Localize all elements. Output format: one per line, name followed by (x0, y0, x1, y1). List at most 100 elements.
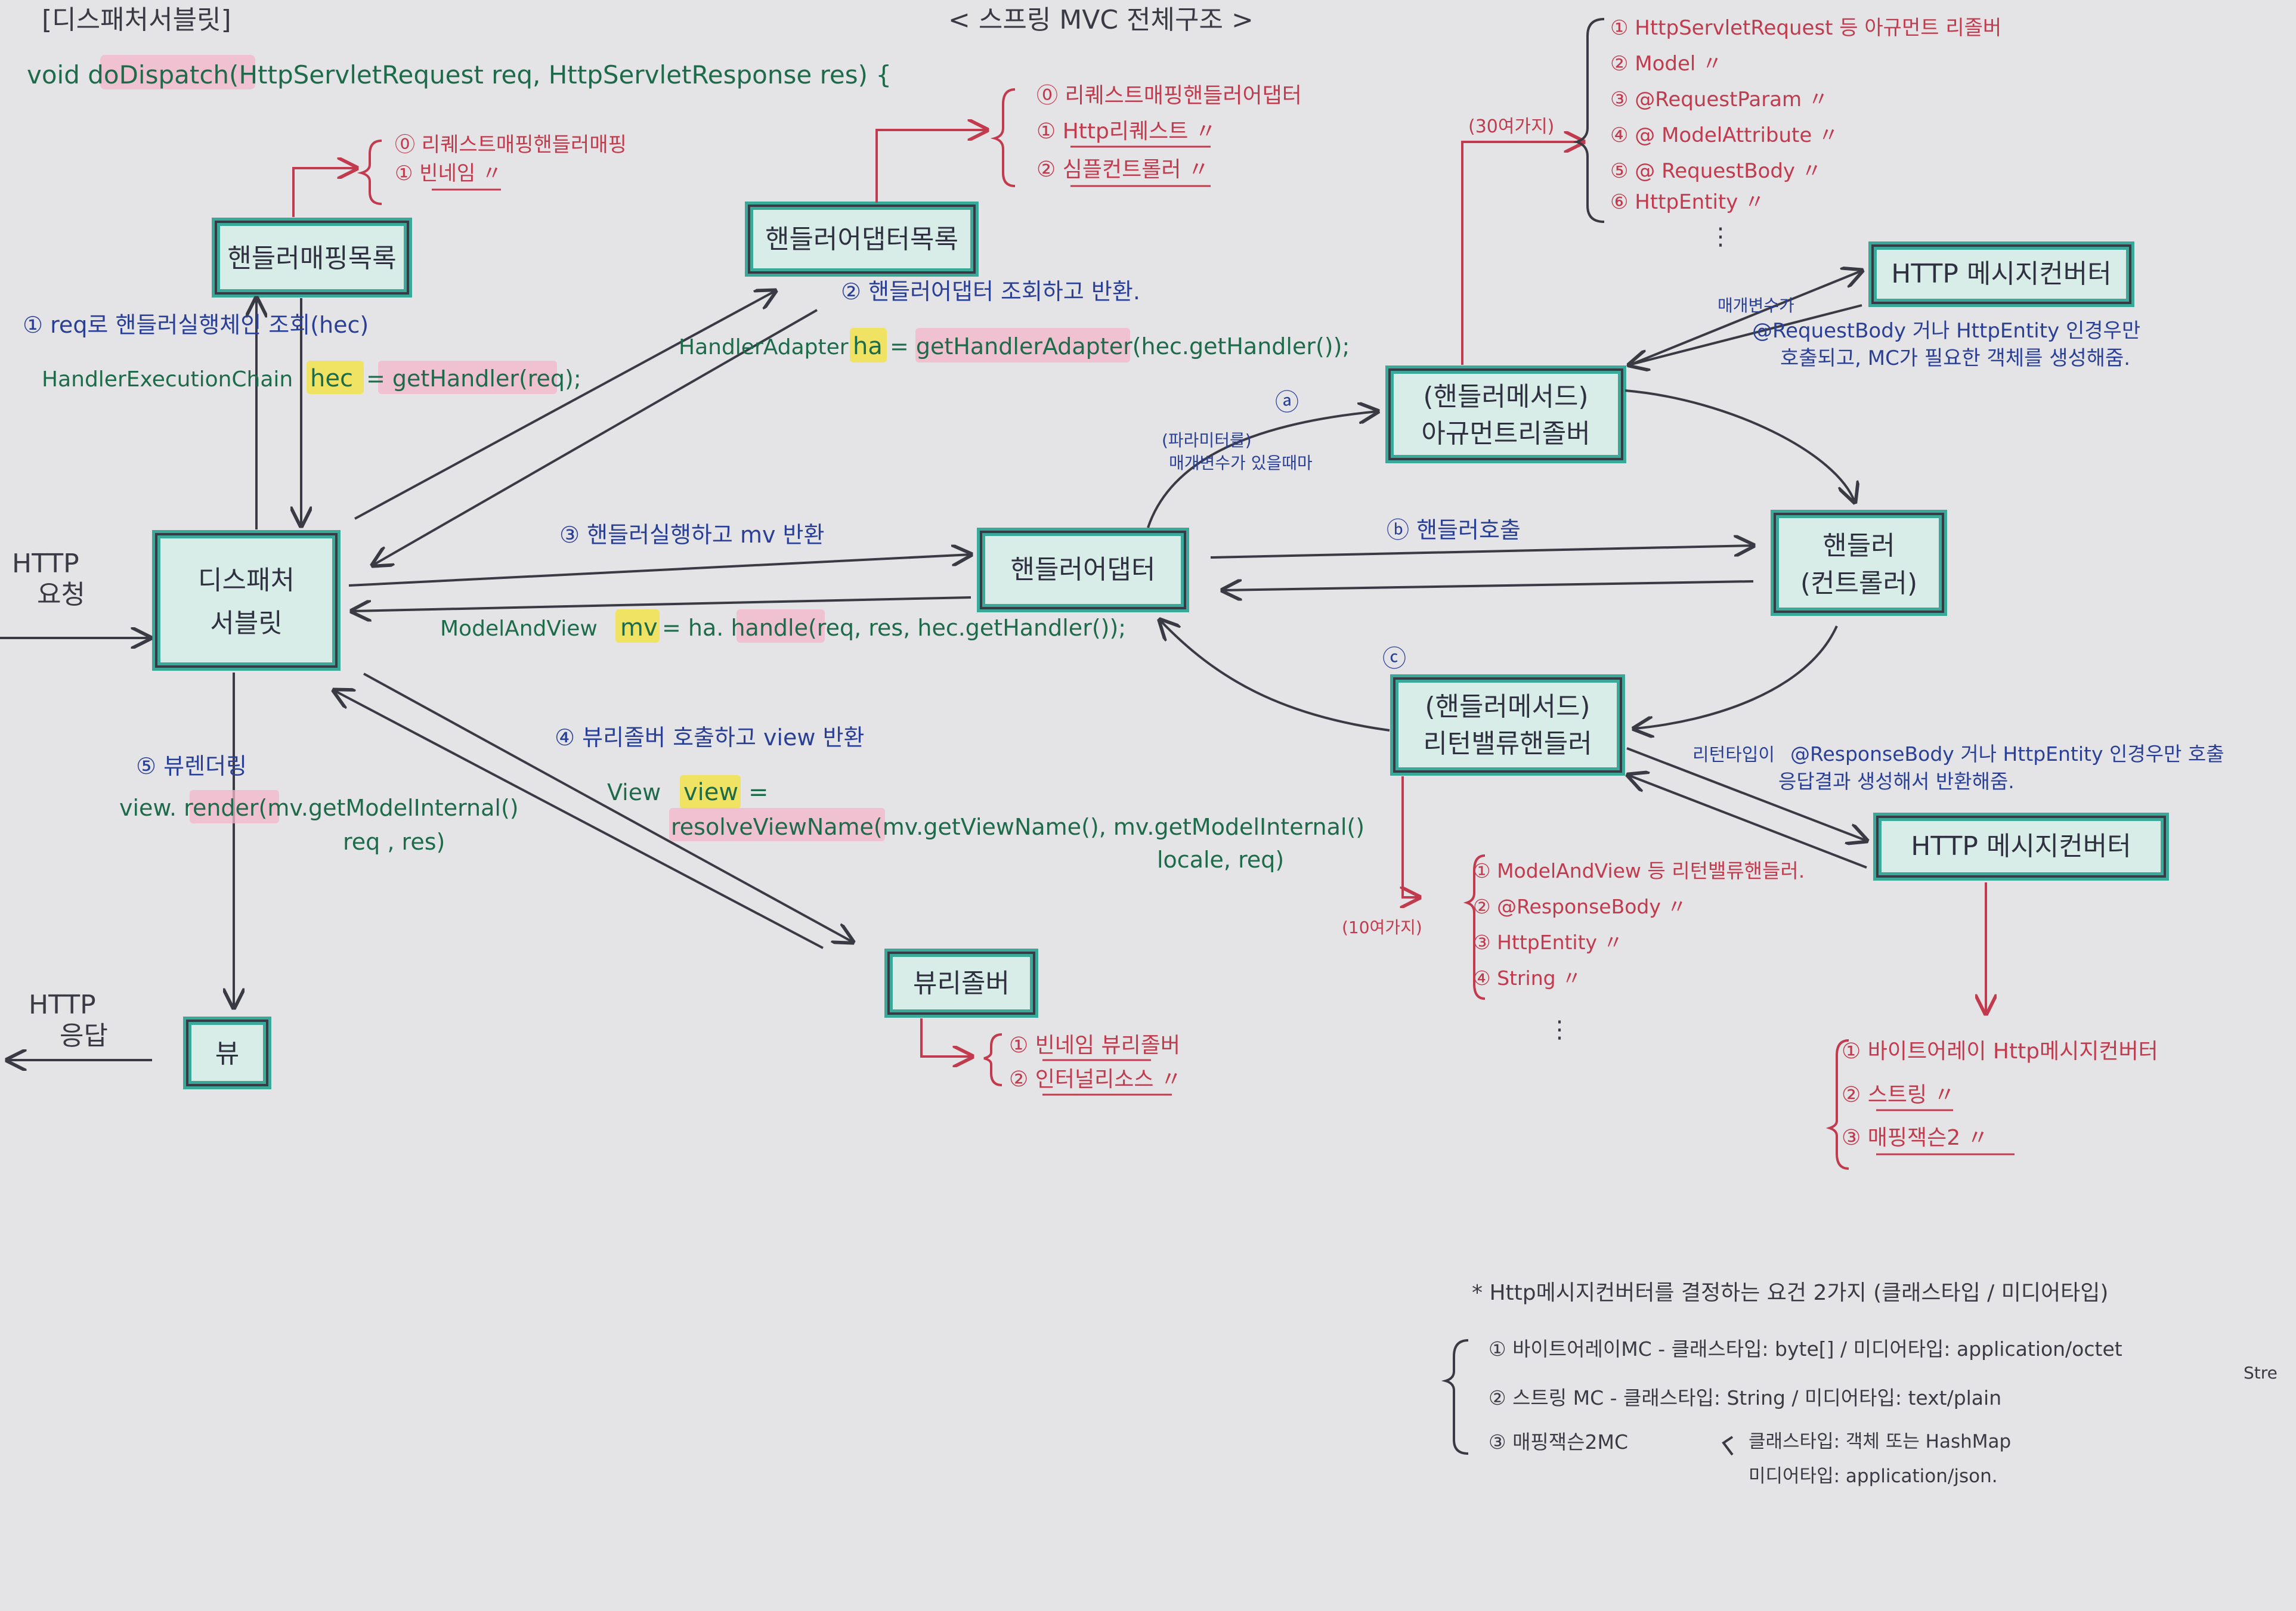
converter-bottom-note2: 응답결과 생성해서 반환해줌. (1778, 770, 2015, 793)
handler-mapping-kinds-list: ⓪ 리퀘스트매핑핸들러매핑 ① 빈네임 〃 (395, 133, 627, 191)
arrow-handler-to-adapter (1223, 581, 1754, 590)
highlight-ha (850, 328, 887, 363)
step2-code-call: = getHandlerAdapter(hec.getHandler()); (890, 333, 1350, 360)
arrow-adapter-to-arg-resolver (1147, 411, 1378, 528)
argument-kinds-more: ⋮ (1709, 223, 1732, 250)
connector-argument-kinds (1461, 142, 1583, 365)
handler-adapter-list-node: 핸들러어댑터목록 (745, 202, 979, 277)
highlight-dodispatch (100, 55, 255, 89)
step4-code-eq: = (748, 779, 769, 806)
arrow-dispatcher-to-adapter-list (354, 291, 775, 520)
page-title: < 스프링 MVC 전체구조 > (948, 5, 1254, 35)
arrow-arg-resolver-to-converter (1626, 271, 1862, 367)
step4-code-var: view (683, 779, 738, 806)
step1-label: ① req로 핸들러실행체인 조회(hec) (23, 312, 369, 338)
mapping-kind-item: ① 빈네임 〃 (395, 162, 502, 185)
argument-kind-item: ② Model 〃 (1610, 52, 1722, 76)
handler-label-line2: (컨트롤러) (1800, 568, 1917, 599)
step5-code-args: req , res) (343, 829, 445, 855)
substep-a-note2: 매개변수가 있을때마 (1169, 453, 1313, 473)
return-handler-label-line2: 리턴밸류핸들러 (1423, 729, 1592, 759)
substep-b-label: ⓑ 핸들러호출 (1387, 517, 1521, 543)
argument-kind-item: ④ @ ModelAttribute 〃 (1610, 123, 1839, 147)
arrow-return-handler-to-converter (1626, 747, 1867, 841)
converter-bottom-note1: @ResponseBody 거나 HttpEntity 인경우만 호출 (1790, 742, 2224, 766)
msg-converter-bottom-label: HTTP 메시지컨버터 (1911, 831, 2131, 862)
footnote-line2: ② 스트링 MC - 클래스타입: String / 미디어타입: text/p… (1489, 1386, 2001, 1409)
return-kinds-list: (10여가지) ① ModelAndView 등 리턴밸류핸들러. ② @Res… (1342, 859, 1805, 1043)
return-kind-item: ② @ResponseBody 〃 (1473, 895, 1687, 918)
highlight-hec (307, 361, 364, 394)
return-handler-label-line1: (핸들러메서드) (1425, 692, 1590, 722)
http-request-line2: 요청 (37, 580, 85, 610)
footnote: * Http메시지컨버터를 결정하는 요건 2가지 (클래스타입 / 미디어타입… (1472, 1281, 2278, 1487)
method-signature: void doDispatch(HttpServletRequest req, … (27, 60, 892, 89)
adapter-kind-item: ② 심플컨트롤러 〃 (1036, 157, 1209, 182)
brace-footnote (1441, 1339, 1469, 1455)
connector-view-resolver-kinds (920, 1018, 972, 1057)
arrow-dispatcher-to-adapter (348, 554, 971, 587)
adapter-kind-item: ⓪ 리퀘스트매핑핸들러어댑터 (1036, 83, 1302, 108)
view-resolver-kinds-list: ① 빈네임 뷰리졸버 ② 인터널리소스 〃 (1009, 1033, 1182, 1096)
msg-converter-top-label: HTTP 메시지컨버터 (1891, 259, 2111, 289)
footnote-title: * Http메시지컨버터를 결정하는 요건 2가지 (클래스타입 / 미디어타입… (1472, 1281, 2108, 1305)
adapter-kind-item: ① Http리퀘스트 〃 (1036, 119, 1217, 144)
view-resolver-kind-item: ① 빈네임 뷰리졸버 (1009, 1033, 1180, 1058)
step1-code-type: HandlerExecutionChain (42, 367, 293, 392)
footnote-line1-cont: Stre (2244, 1363, 2278, 1383)
handler-mapping-list-label: 핸들러매핑목록 (227, 243, 396, 274)
highlight-resolveviewname (669, 808, 885, 841)
footnote-line3c: 미디어타입: application/json. (1749, 1466, 1998, 1487)
highlight-handle (737, 609, 825, 643)
connector-adapter-kinds (875, 130, 987, 203)
dispatcher-label-line2: 서블릿 (210, 608, 282, 639)
view-resolver-label: 뷰리졸버 (913, 968, 1010, 999)
arrow-return-handler-to-adapter (1160, 620, 1390, 732)
argument-kinds-count: (30여가지) (1468, 116, 1554, 137)
step3-label: ③ 핸들러실행하고 mv 반환 (559, 522, 824, 548)
http-response-line1: HTTP (29, 990, 96, 1020)
step4-code-args: locale, req) (1157, 847, 1284, 873)
footnote-bracket (1722, 1436, 1734, 1456)
step3-code-type: ModelAndView (440, 616, 598, 641)
view-resolver-kind-item: ② 인터널리소스 〃 (1009, 1067, 1182, 1092)
converter-kind-item: ① 바이트어레이 Http메시지컨버터 (1842, 1039, 2158, 1064)
argument-kind-item: ③ @RequestParam 〃 (1610, 88, 1828, 111)
footnote-line3a: ③ 매핑잭슨2MC (1489, 1430, 1628, 1454)
argument-kind-item: ① HttpServletRequest 등 아규먼트 리졸버 (1610, 16, 2001, 40)
view-resolver-node: 뷰리졸버 (884, 949, 1038, 1018)
brace-argument-kinds (1573, 18, 1605, 223)
http-request-line1: HTTP (12, 549, 79, 579)
argument-kind-item: ⑥ HttpEntity 〃 (1610, 190, 1765, 214)
arrow-converter-to-return-handler (1628, 775, 1867, 869)
converter-top-tag: 매개변수가 (1718, 296, 1794, 315)
arrow-adapter-to-dispatcher (352, 596, 971, 611)
step5-code-call: view. render(mv.getModelInternal() (119, 795, 519, 821)
substep-a-note1: (파라미터를) (1162, 430, 1252, 450)
highlight-mv (615, 609, 660, 643)
arrow-view-resolver-to-dispatcher (334, 690, 824, 949)
step4-code-call: resolveViewName(mv.getViewName(), mv.get… (671, 814, 1364, 840)
handler-controller-node: 핸들러 (컨트롤러) (1771, 510, 1947, 616)
return-kind-item: ③ HttpEntity 〃 (1473, 931, 1623, 954)
arrow-converter-to-arg-resolver (1629, 304, 1862, 365)
converter-kinds-list: ① 바이트어레이 Http메시지컨버터 ② 스트링 〃 ③ 매핑잭슨2 〃 (1842, 1039, 2158, 1155)
arg-resolver-label-line1: (핸들러메서드) (1423, 382, 1588, 412)
connector-mapping-kinds (292, 168, 357, 217)
arrow-adapter-list-to-dispatcher (373, 309, 818, 565)
brace-adapter-kinds (990, 88, 1016, 187)
footnote-line1: ① 바이트어레이MC - 클래스타입: byte[] / 미디어타입: appl… (1489, 1337, 2122, 1361)
step4-code-type: View (607, 779, 661, 806)
dispatcher-label-line1: 디스패처 (198, 565, 295, 596)
view-label: 뷰 (215, 1039, 239, 1069)
return-kind-item: ① ModelAndView 등 리턴밸류핸들러. (1473, 859, 1805, 882)
handler-adapter-label: 핸들러어댑터 (1011, 554, 1156, 585)
dispatcher-servlet-node: 디스패처 서블릿 (152, 530, 341, 671)
message-converter-bottom-node: HTTP 메시지컨버터 (1873, 813, 2169, 881)
highlight-view (680, 775, 741, 808)
converter-bottom-tag: 리턴타입이 (1692, 745, 1775, 766)
handler-label-line1: 핸들러 (1822, 531, 1895, 561)
arrow-adapter-to-handler (1210, 546, 1753, 559)
footnote-line3b: 클래스타입: 객체 또는 HashMap (1749, 1431, 2011, 1452)
step1-code-var: hec (310, 365, 353, 392)
